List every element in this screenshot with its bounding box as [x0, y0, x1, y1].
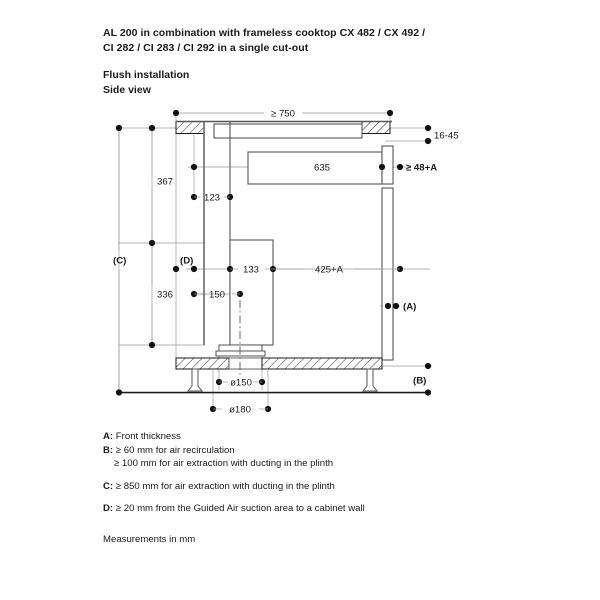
page-subtitle: Flush installation Side view	[103, 68, 403, 97]
dim-label-750: ≥ 750	[271, 109, 295, 120]
legend-text-d: ≥ 20 mm from the Guided Air suction area…	[115, 503, 365, 515]
chimney-duct	[381, 187, 394, 361]
legend-row-d: D: ≥ 20 mm from the Guided Air suction a…	[103, 502, 523, 516]
cooktop-panel	[213, 123, 363, 139]
legend-text-b2: ≥ 100 mm for air extraction with ducting…	[114, 458, 334, 470]
dim-label-diameter-150: ø150	[230, 378, 252, 389]
outlet-collar-upper	[218, 344, 263, 352]
dim-label-48-plus-a: ≥ 48+A	[406, 163, 437, 174]
outlet-collar-lower	[215, 350, 266, 357]
dim-label-123: 123	[204, 193, 220, 204]
dot-connectors	[194, 196, 400, 410]
title-line-1: AL 200 in combination with frameless coo…	[103, 27, 426, 39]
annotation-A: (A)	[403, 302, 416, 313]
dim-label-16-45: 16-45	[434, 131, 459, 142]
legend-text-b: ≥ 60 mm for air recirculation	[115, 444, 235, 456]
dim-label-150: 150	[209, 290, 225, 301]
legend-key-a: A:	[103, 431, 114, 442]
subtitle-line-1: Flush installation	[103, 69, 190, 81]
plinth-right-hatch	[261, 357, 383, 370]
dim-label-diameter-180: ø180	[229, 405, 251, 416]
legend-text-c: ≥ 850 mm for air extraction with ducting…	[115, 480, 335, 492]
legend-row-b: B: ≥ 60 mm for air recirculation	[103, 444, 523, 458]
dim-label-336: 336	[157, 290, 173, 301]
legend-row-a: A: Front thickness	[103, 430, 523, 444]
subtitle-line-2: Side view	[103, 83, 151, 96]
measurements-footnote: Measurements in mm	[103, 534, 196, 545]
dim-label-425-plus-a: 425+A	[315, 265, 344, 276]
motor-body	[229, 239, 274, 346]
legend-spacer-1	[103, 471, 523, 480]
dim-label-133: 133	[243, 265, 259, 276]
legend-key-c: C:	[103, 480, 114, 492]
dimension-labels: ≥ 750 16-45 635 ≥ 48+A 367 123 133 425+A…	[157, 109, 459, 416]
annotation-D: (D)	[180, 256, 193, 267]
title-line-2: CI 282 / CI 283 / CI 292 in a single cut…	[103, 41, 309, 54]
annotation-B: (B)	[413, 376, 426, 387]
plinth-duct-opening	[228, 357, 263, 370]
legend-text-a: Front thickness	[115, 431, 181, 442]
annotation-C: (C)	[113, 256, 126, 267]
annotation-labels: (C) (D) (A) (B)	[113, 256, 426, 387]
plinth-left-hatch	[175, 357, 230, 370]
legend-row-c: C: ≥ 850 mm for air extraction with duct…	[103, 480, 523, 494]
legend-key-d: D:	[103, 503, 114, 515]
hood-filter-box	[247, 151, 383, 185]
worktop-left-hatch	[175, 121, 205, 134]
legend: A: Front thickness B: ≥ 60 mm for air re…	[103, 430, 523, 516]
legend-spacer-2	[103, 493, 523, 502]
dim-label-367: 367	[157, 177, 173, 188]
cabinet-legs	[186, 368, 379, 392]
legend-key-b: B:	[103, 444, 114, 456]
page-title: AL 200 in combination with frameless coo…	[103, 26, 523, 55]
worktop-right-hatch	[361, 121, 391, 134]
legend-row-b2: ≥ 100 mm for air extraction with ducting…	[103, 457, 523, 471]
dim-label-635: 635	[314, 163, 330, 174]
